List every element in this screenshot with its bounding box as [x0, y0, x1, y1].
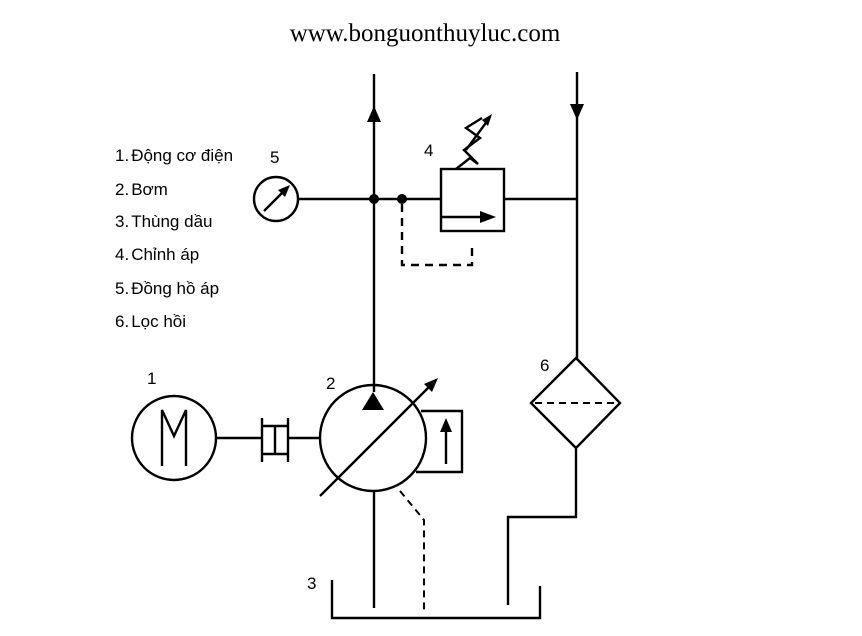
- variable-displacement-arrow-icon: [319, 383, 433, 497]
- label-motor-number: 1: [147, 369, 156, 388]
- pump-compensator-box: [416, 409, 464, 474]
- label-tank-number: 3: [307, 574, 316, 593]
- legend-number: 6.: [115, 312, 130, 331]
- filter-return-line: [506, 448, 578, 605]
- variable-pump-symbol: [318, 378, 464, 612]
- legend-label: Chỉnh áp: [131, 245, 200, 264]
- label-gauge-number: 5: [270, 148, 279, 167]
- flow-up-arrow-icon: [367, 106, 381, 122]
- site-url-title: www.bonguonthuyluc.com: [289, 20, 561, 47]
- coupling-symbol: [216, 418, 320, 462]
- valve-body: [439, 167, 506, 233]
- legend-number: 1.: [115, 146, 130, 165]
- legend-number: 5.: [115, 279, 130, 298]
- spring-icon: [455, 116, 483, 170]
- legend-label: Đồng hồ áp: [131, 279, 220, 298]
- legend-label: Lọc hồi: [131, 312, 187, 331]
- legend-item: 2.Bơm: [115, 180, 168, 200]
- legend-item: 5.Đồng hồ áp: [115, 279, 219, 299]
- junction-dot: [397, 194, 407, 204]
- pump-drain-line: [399, 490, 425, 612]
- gauge-needle-icon: [263, 190, 285, 212]
- legend-item: 4.Chỉnh áp: [115, 245, 199, 265]
- legend-number: 3.: [115, 212, 130, 231]
- legend-item: 1.Động cơ điện: [115, 146, 233, 166]
- legend-label: Bơm: [131, 180, 168, 199]
- legend-label: Động cơ điện: [131, 146, 234, 165]
- spring-adjust-arrow-icon: [465, 119, 489, 151]
- legend-number: 4.: [115, 245, 130, 264]
- pressure-gauge-symbol: [252, 175, 300, 223]
- legend-item: 6.Lọc hồi: [115, 312, 186, 332]
- junction-dot: [369, 194, 379, 204]
- legend-number: 2.: [115, 180, 130, 199]
- tank-symbol: [330, 580, 542, 620]
- motor-m-glyph-icon: [160, 409, 188, 466]
- label-pump-number: 2: [326, 374, 335, 393]
- pump-output-triangle-icon: [362, 392, 384, 410]
- relief-valve-symbol: [439, 114, 577, 233]
- pilot-line: [400, 204, 474, 267]
- flow-down-arrow-icon: [570, 104, 584, 120]
- legend-item: 3.Thùng dầu: [115, 212, 212, 232]
- label-filter-number: 6: [540, 356, 549, 375]
- electric-motor-symbol: [130, 394, 218, 482]
- label-valve-number: 4: [424, 141, 433, 160]
- legend-label: Thùng dầu: [131, 212, 213, 231]
